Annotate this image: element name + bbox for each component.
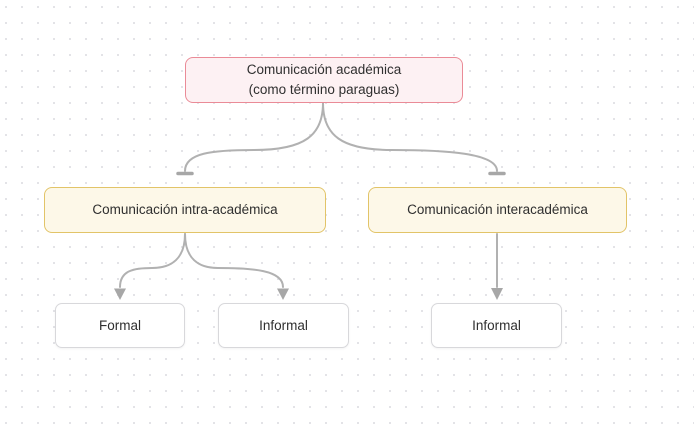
node-label: Formal (98, 317, 141, 333)
node-label: Informal (472, 317, 521, 333)
node-informal-left[interactable]: Informal (218, 303, 349, 348)
edge-intra-informal-left-arrowhead-icon (277, 288, 289, 300)
node-label-line2: (como término paraguas) (248, 82, 400, 97)
node-comunicacion-intra-academica[interactable]: Comunicación intra-académica (44, 187, 326, 233)
edge-academica-intra (184, 102, 324, 172)
node-formal[interactable]: Formal (55, 303, 185, 348)
edge-academica-inter (322, 102, 498, 172)
node-label-line1: Comunicación académica (246, 62, 402, 77)
edge-inter-informal-right-arrowhead-icon (491, 288, 503, 300)
edge-intra-formal (119, 233, 186, 288)
node-comunicacion-interacademica[interactable]: Comunicación interacadémica (368, 187, 627, 233)
node-label: Comunicación interacadémica (407, 202, 588, 217)
edge-intra-informal-left (184, 233, 284, 288)
edge-intra-formal-arrowhead-icon (114, 288, 126, 300)
node-comunicacion-academica[interactable]: Comunicación académica (como término par… (185, 57, 463, 103)
node-label: Comunicación intra-académica (92, 202, 278, 217)
node-informal-right[interactable]: Informal (431, 303, 562, 348)
node-label: Informal (259, 317, 308, 333)
